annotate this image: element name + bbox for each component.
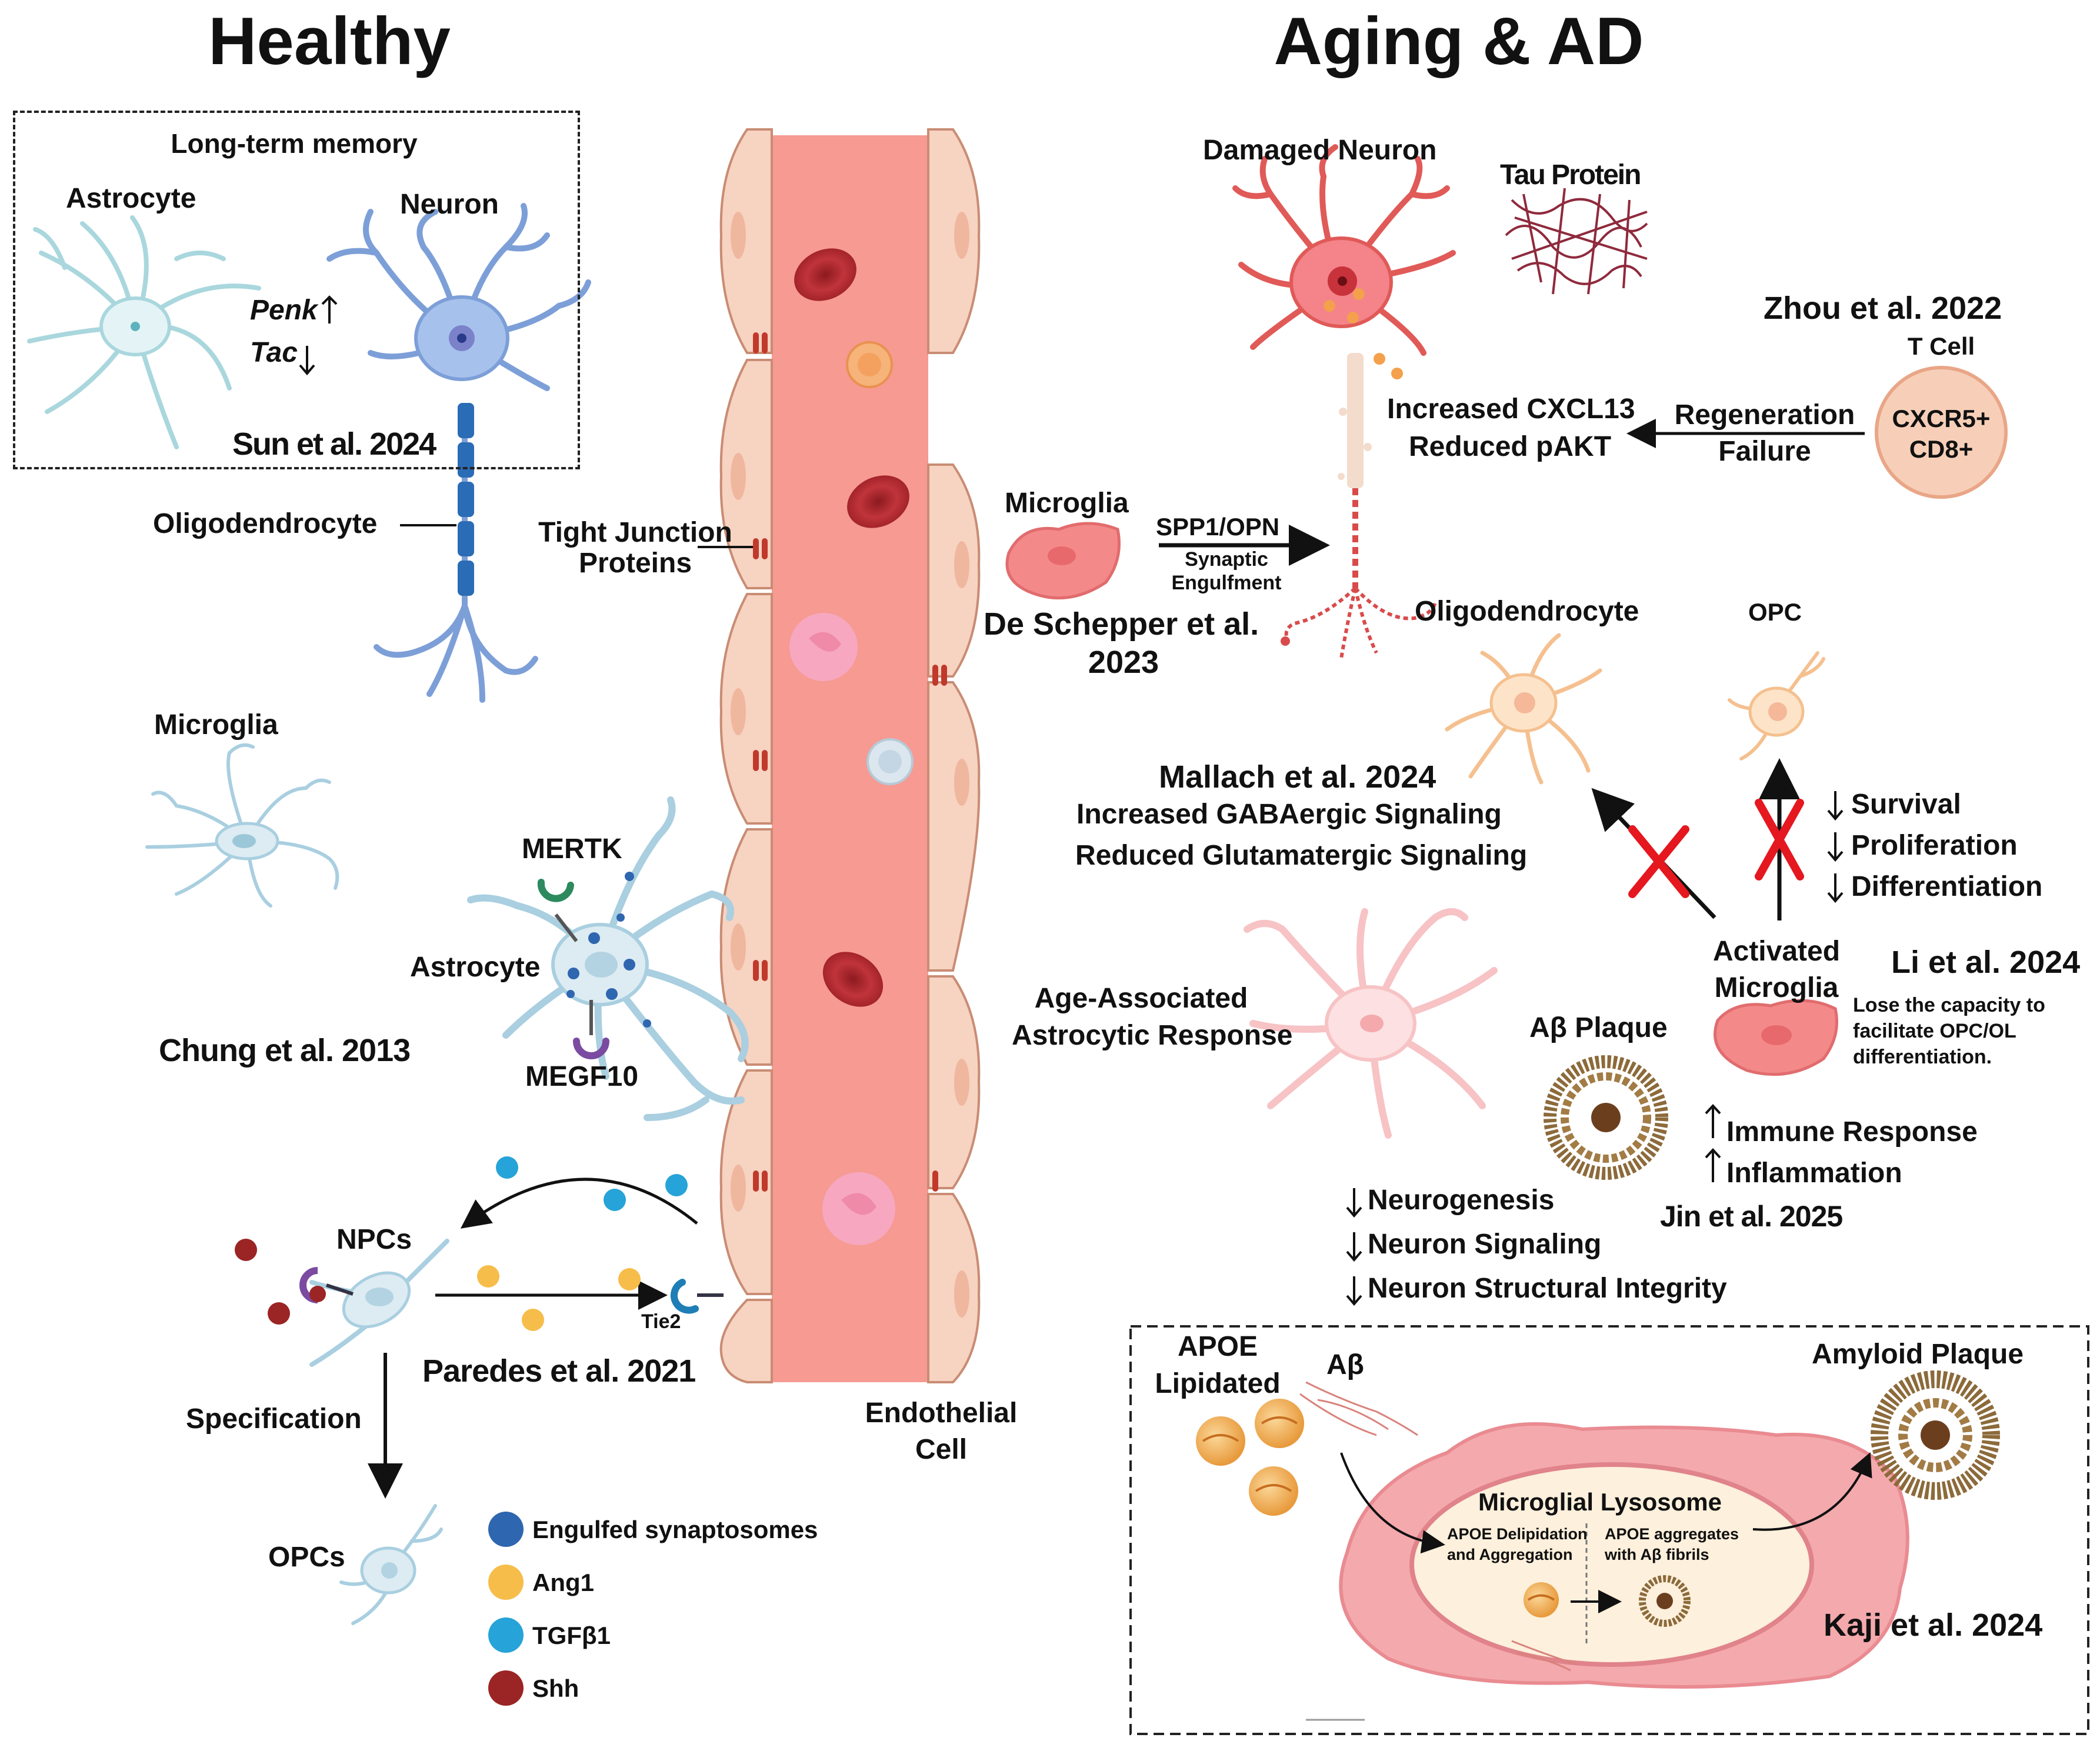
astro-effect-neuron-signaling: Neuron Signaling [1368,1229,1602,1260]
tgfb1-molecule [496,1156,518,1179]
li-text-line2: facilitate OPC/OL [1853,1020,2016,1042]
citation-jin: Jin et al. 2025 [1660,1200,1843,1233]
abeta-plaque-graphic [1544,1055,1668,1180]
apoe-line1: APOE [1177,1331,1258,1362]
memory-neuron-label: Neuron [400,189,499,220]
li-text-line1: Lose the capacity to [1853,994,2045,1016]
shh-molecule [235,1239,257,1261]
tcell-label: T Cell [1907,332,1975,360]
ang1-molecule [618,1268,641,1290]
lysosome-label: Microglial Lysosome [1478,1488,1722,1516]
tight-junction-line2: Proteins [578,548,692,579]
mallach-effect-2: Reduced Glutamatergic Signaling [1075,840,1528,871]
immune-response-label: Immune Response [1726,1116,1978,1148]
legend-tgfb1: TGFβ1 [532,1622,611,1649]
title-aging-ad: Aging & AD [1274,4,1644,79]
citation-chung: Chung et al. 2013 [159,1033,411,1068]
chung-astrocyte-label: Astrocyte [410,952,541,983]
citation-sun: Sun et al. 2024 [232,426,436,462]
tgfb1-molecule [604,1189,626,1211]
blood-vessel [719,128,981,1383]
apoe-line2: Lipidated [1155,1368,1281,1399]
citation-paredes: Paredes et al. 2021 [422,1353,696,1389]
regeneration-line2: Failure [1718,436,1811,467]
synaptic-line1: Synaptic [1185,548,1268,571]
ang1-molecule [522,1309,544,1331]
abeta-label: Aβ [1326,1349,1364,1380]
synaptic-line2: Engulfment [1171,572,1282,594]
abeta-plaque-label: Aβ Plaque [1529,1012,1668,1043]
astro-effect-neurogenesis: Neurogenesis [1368,1185,1555,1216]
aging-microglia-label: Microglia [1005,488,1129,519]
citation-mallach: Mallach et al. 2024 [1159,759,1436,795]
oligodendrocyte-label: Oligodendrocyte [153,508,378,539]
memory-astrocyte-label: Astrocyte [66,183,196,214]
effect-arrows [299,295,1844,1306]
aging-oligodendrocyte-label: Oligodendrocyte [1415,596,1639,627]
inflammation-label: Inflammation [1726,1158,1902,1189]
apoe-lipidated-particles [1196,1399,1559,1617]
gene-penk: Penk [250,295,318,326]
delipidation-line1: APOE Delipidation [1447,1525,1588,1543]
tight-junction-line1: Tight Junction [538,517,732,548]
astro-response-line2: Astrocytic Response [1012,1020,1293,1051]
shh-molecule [268,1302,290,1325]
tcell-marker-cxcr5: CXCR5+ [1892,405,1991,432]
citation-li: Li et al. 2024 [1891,945,2081,980]
tie2-label: Tie2 [641,1310,681,1333]
inhibition-crosses [1628,799,1804,898]
degenerating-axon [1281,353,1437,659]
regeneration-line1: Regeneration [1674,399,1855,431]
amyloid-plaque-label: Amyloid Plaque [1812,1339,2024,1370]
damaged-neuron-label: Damaged Neuron [1203,135,1437,166]
memory-box [13,111,580,469]
astro-response-line1: Age-Associated [1034,983,1248,1014]
aggregates-line1: APOE aggregates [1605,1525,1739,1543]
citation-kaji: Kaji et al. 2024 [1824,1607,2043,1643]
spp1-label: SPP1/OPN [1156,513,1280,541]
healthy-microglia-label: Microglia [154,709,278,741]
tcell-marker-cd8: CD8+ [1909,435,1974,463]
opc-effect-differentiation: Differentiation [1851,871,2043,902]
tau-protein-tangle [1505,188,1648,295]
cxcl13-line2: Reduced pAKT [1409,431,1612,462]
kaji-box-border [1129,1325,2089,1735]
activated-microglia-line1: Activated [1712,936,1841,967]
aggregates-line2: with Aβ fibrils [1605,1546,1709,1563]
citation-deschepper-line1: De Schepper et al. [984,606,1259,642]
memory-box-title: Long-term memory [171,128,418,159]
cxcl13-line1: Increased CXCL13 [1387,393,1635,425]
opc-effect-survival: Survival [1851,789,1961,820]
mertk-label: MERTK [522,833,622,865]
citation-zhou: Zhou et al. 2022 [1764,291,2002,326]
megf10-label: MEGF10 [525,1061,639,1092]
npcs-label: NPCs [336,1224,412,1255]
endothelial-line2: Cell [915,1434,968,1465]
legend-ang1: Ang1 [532,1569,594,1596]
li-text-line3: differentiation. [1853,1046,1992,1068]
astro-effect-structural-integrity: Neuron Structural Integrity [1368,1273,1727,1304]
tau-protein-label: Tau Protein [1500,159,1641,191]
tgfb1-molecule [665,1174,688,1196]
aging-opc-label: OPC [1748,598,1802,626]
mallach-effect-1: Increased GABAergic Signaling [1076,799,1502,830]
opc-effect-proliferation: Proliferation [1851,830,2018,861]
legend-shh: Shh [532,1675,579,1702]
delipidation-line2: and Aggregation [1447,1546,1573,1563]
title-healthy: Healthy [208,4,451,79]
gene-tac: Tac [250,337,298,368]
endothelial-line1: Endothelial [865,1398,1018,1429]
citation-deschepper-line2: 2023 [1088,645,1159,680]
activated-microglia-line2: Microglia [1714,972,1839,1003]
ang1-molecule [477,1265,499,1288]
legend-engulfed-synaptosomes: Engulfed synaptosomes [532,1516,818,1543]
specification-label: Specification [186,1403,362,1435]
opcs-label: OPCs [268,1542,345,1573]
